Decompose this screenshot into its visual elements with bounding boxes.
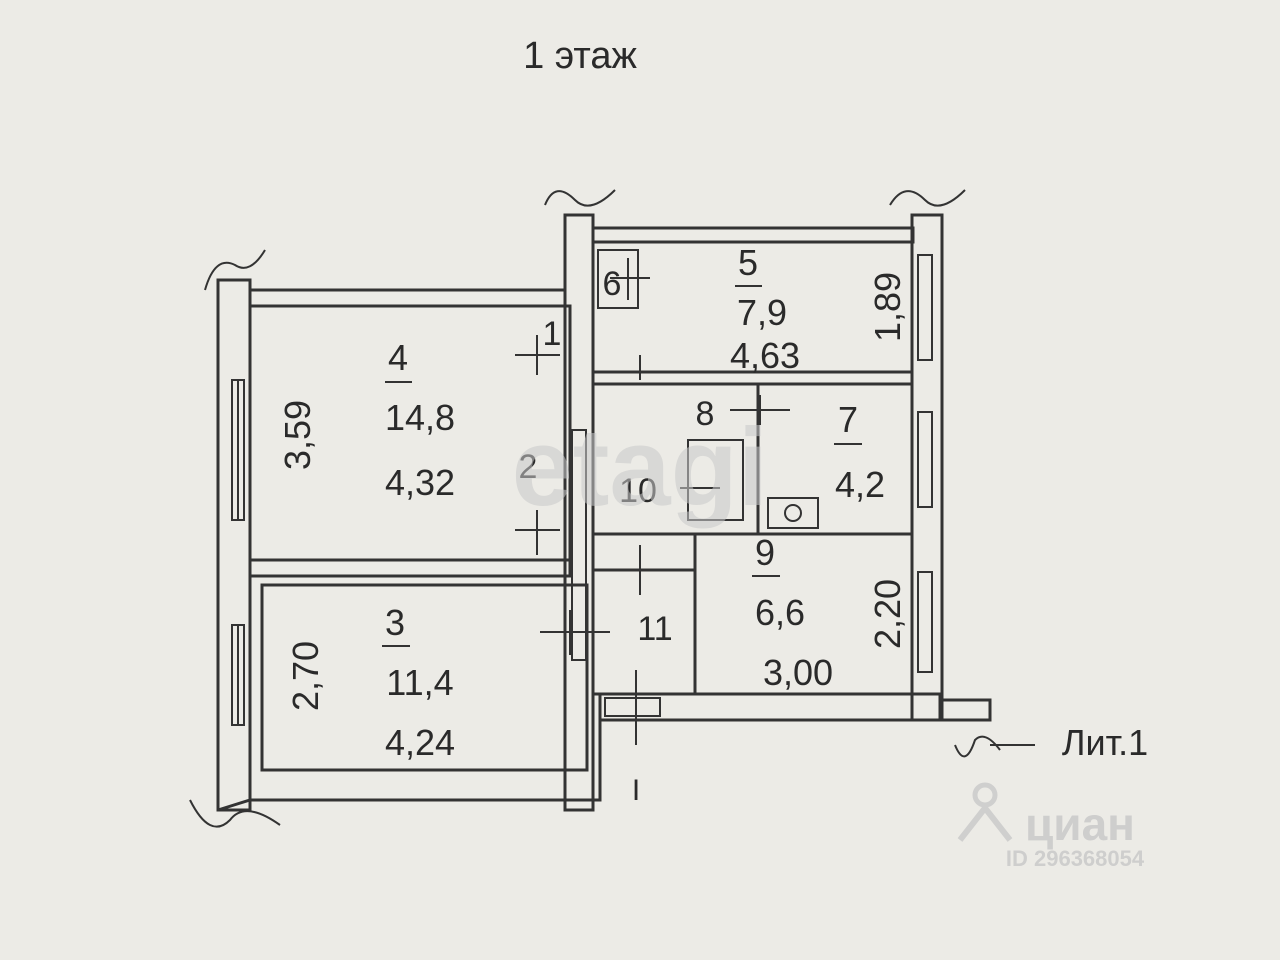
- room-10-number: 10: [619, 472, 657, 510]
- room-3-number: 3: [385, 602, 405, 643]
- room-6-number: 6: [603, 265, 622, 303]
- room-3-length: 4,24: [385, 722, 455, 763]
- axis-marker: I: [632, 670, 640, 807]
- axis-label: I: [632, 774, 640, 807]
- room-9-width: 2,20: [867, 579, 908, 649]
- room-4-length: 4,32: [385, 462, 455, 503]
- room-5-width: 1,89: [867, 272, 908, 342]
- room-1-number: 1: [543, 315, 562, 353]
- room-3-area: 11,4: [386, 662, 453, 703]
- room-5-length: 4,63: [730, 335, 800, 376]
- room-9-area: 6,6: [755, 592, 805, 633]
- floor-title: 1 этаж: [523, 35, 637, 77]
- liter-label: Лит.1: [1062, 722, 1148, 763]
- room-5-number: 5: [738, 242, 758, 283]
- right-block-walls: [591, 189, 1001, 758]
- door-marks: [515, 258, 790, 655]
- room-4-width: 3,59: [277, 400, 318, 470]
- room-11-number: 11: [637, 610, 672, 648]
- room-4-area: 14,8: [385, 397, 455, 438]
- room-2-number: 2: [519, 448, 538, 486]
- etagi-watermark: etagi: [512, 406, 769, 529]
- room-7-number: 7: [838, 399, 858, 440]
- room-7-area: 4,2: [835, 464, 885, 505]
- room-9-length: 3,00: [763, 652, 833, 693]
- room-8-number: 8: [696, 395, 715, 433]
- room-3-width: 2,70: [285, 641, 326, 711]
- room-5-area: 7,9: [737, 292, 787, 333]
- room-9-number: 9: [755, 532, 775, 573]
- cian-watermark: циан: [1025, 798, 1135, 850]
- cian-id-watermark: ID 296368054: [1006, 846, 1145, 871]
- room-4-number: 4: [388, 337, 408, 378]
- cian-logo-icon: [957, 782, 1013, 842]
